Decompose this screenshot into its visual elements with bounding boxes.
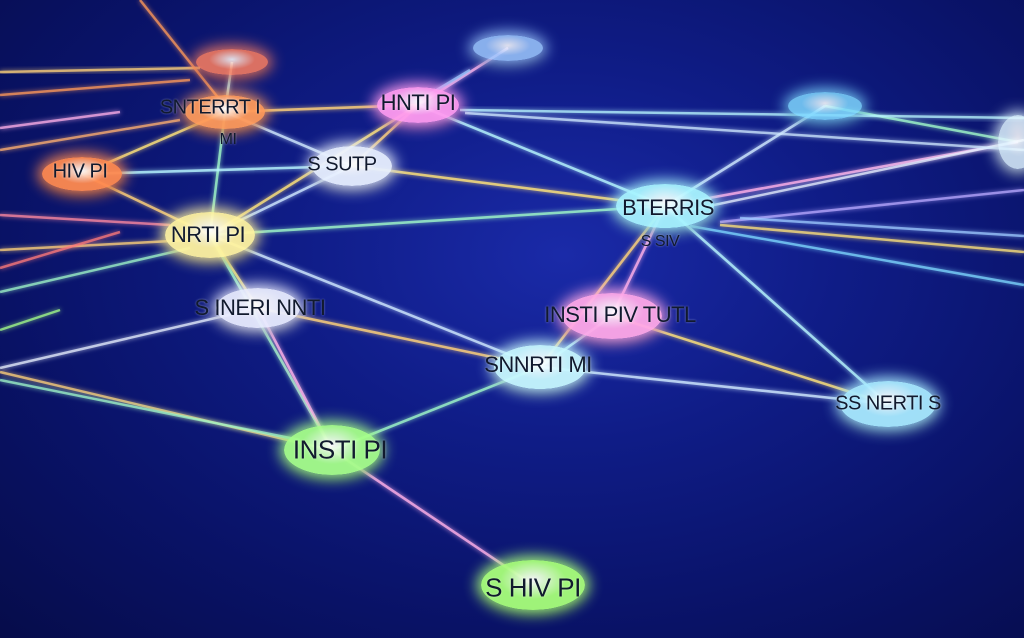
graph-edge [208,234,334,451]
stray-edge [0,308,61,332]
node-label: BTERRIS [622,195,714,220]
graph-edge [257,306,541,369]
graph-node [998,115,1024,169]
stray-edge [0,246,191,294]
node-label: S INERI NNTI [194,295,326,320]
graph-edge [664,205,889,405]
graph-node [42,157,122,191]
graph-node [216,288,300,328]
graph-edge [351,164,666,208]
stray-edge [0,230,121,270]
graph-edge [539,365,889,406]
graph-edge [538,205,667,368]
graph-edge [417,103,666,208]
stray-edge [0,213,171,227]
node-label: INSTI PIV TUTL [544,302,696,327]
stray-edge [464,111,1024,152]
graph-node [185,95,265,129]
node-label: HNTI PI [380,90,456,115]
node-label: HIV PI [52,160,108,183]
graph-node [494,345,586,389]
graph-edge [81,164,353,176]
node-label: S HIV PI [485,572,581,603]
graph-node [840,381,936,427]
graph-node [788,92,862,120]
stray-edge [139,0,221,101]
node-label: NRTI PI [170,222,246,247]
graph-node [473,35,543,61]
node-label: INSTI PI [292,434,388,465]
stray-edge [0,110,121,130]
graph-node [377,87,459,123]
stray-edge [719,188,1024,224]
graph-edge [209,233,541,369]
stray-edge [719,223,1024,254]
node-label: SNTERRT I [159,96,261,119]
graph-node [196,49,268,75]
stray-edge [689,224,1024,287]
node-label: SNNRTI MI [484,352,592,377]
node-label: SS NERTI S [835,392,941,415]
stray-edge [0,238,191,252]
graph-edge [331,448,534,587]
graph-node [165,212,255,258]
graph-node [481,560,585,610]
stray-edge [0,78,191,97]
node-label: S SUTP [307,153,377,176]
graph-node [312,146,392,186]
stray-edge [0,370,331,452]
stray-edge [0,66,201,74]
stray-edge [0,118,181,152]
graph-edge [209,204,666,237]
stray-edge [0,378,301,442]
stray-edge [459,108,1024,120]
stray-edge [0,308,251,370]
graph-node [616,184,714,228]
node-sublabel: MI [219,131,237,148]
stray-edge [689,138,1024,212]
stray-edge [739,216,1024,238]
graph-node [284,425,380,475]
graph-node [562,293,662,339]
node-sublabel: S SIV [640,233,680,250]
graph-edge [611,314,889,406]
